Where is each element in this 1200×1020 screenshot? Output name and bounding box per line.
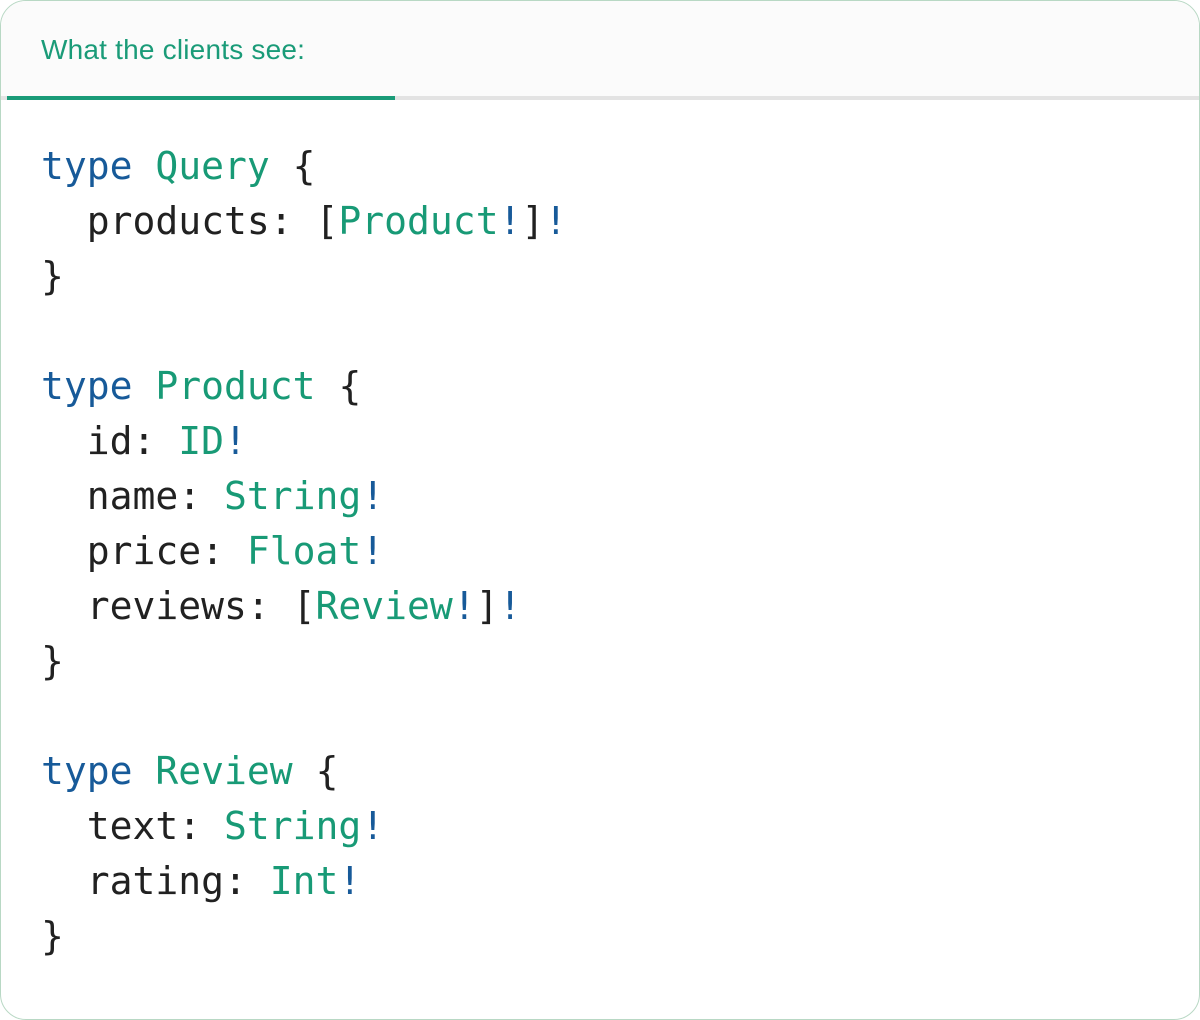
code-token-plain: products: [	[41, 199, 339, 243]
code-line: rating: Int!	[41, 854, 1159, 909]
code-token-nonnull: !	[498, 584, 522, 628]
code-token-keyword: type	[41, 364, 133, 408]
code-token-plain: price:	[41, 529, 247, 573]
code-token-plain: name:	[41, 474, 225, 518]
active-tab-indicator	[7, 96, 395, 100]
code-token-typename: Float	[246, 529, 362, 573]
code-token-nonnull: !	[498, 199, 522, 243]
code-token-typename: Product	[155, 364, 316, 408]
code-token-plain: }	[41, 639, 64, 683]
code-token-plain: {	[315, 364, 362, 408]
code-line: }	[41, 249, 1159, 304]
tab-what-clients-see[interactable]: What the clients see:	[41, 34, 306, 65]
code-token-typename: Review	[315, 584, 453, 628]
code-line: price: Float!	[41, 524, 1159, 579]
code-token-plain: {	[269, 144, 316, 188]
code-token-keyword: type	[41, 749, 133, 793]
code-token-typename: String	[224, 804, 362, 848]
code-token-typename: Product	[338, 199, 499, 243]
code-token-plain	[133, 364, 156, 408]
code-token-nonnull: !	[338, 859, 362, 903]
code-token-plain: ]	[521, 199, 545, 243]
code-line: products: [Product!]!	[41, 194, 1159, 249]
code-line: type Review {	[41, 744, 1159, 799]
code-token-plain: reviews: [	[41, 584, 316, 628]
code-token-nonnull: !	[361, 474, 385, 518]
code-line	[41, 304, 1159, 359]
code-token-plain: }	[41, 254, 64, 298]
code-line	[41, 689, 1159, 744]
code-token-plain	[133, 144, 156, 188]
code-token-nonnull: !	[544, 199, 568, 243]
code-token-plain: text:	[41, 804, 225, 848]
code-token-nonnull: !	[361, 804, 385, 848]
code-line: text: String!	[41, 799, 1159, 854]
code-line: id: ID!	[41, 414, 1159, 469]
code-token-typename: Review	[155, 749, 293, 793]
code-token-typename: ID	[178, 419, 225, 463]
tab-bar: What the clients see:	[1, 1, 1199, 100]
code-line: type Product {	[41, 359, 1159, 414]
code-token-nonnull: !	[361, 529, 385, 573]
code-line: type Query {	[41, 139, 1159, 194]
code-token-plain: id:	[41, 419, 179, 463]
code-token-typename: String	[224, 474, 362, 518]
code-token-typename: Int	[269, 859, 339, 903]
code-token-plain: }	[41, 914, 64, 958]
code-token-plain: rating:	[41, 859, 270, 903]
code-token-plain	[133, 749, 156, 793]
code-token-typename: Query	[155, 144, 270, 188]
code-token-keyword: type	[41, 144, 133, 188]
code-token-nonnull: !	[452, 584, 476, 628]
code-token-plain: {	[292, 749, 339, 793]
code-token-nonnull: !	[224, 419, 247, 463]
code-line: }	[41, 634, 1159, 689]
code-line: name: String!	[41, 469, 1159, 524]
code-line: reviews: [Review!]!	[41, 579, 1159, 634]
schema-code-block: type Query { products: [Product!]!}type …	[1, 100, 1199, 964]
code-token-plain: ]	[475, 584, 499, 628]
code-line: }	[41, 909, 1159, 964]
